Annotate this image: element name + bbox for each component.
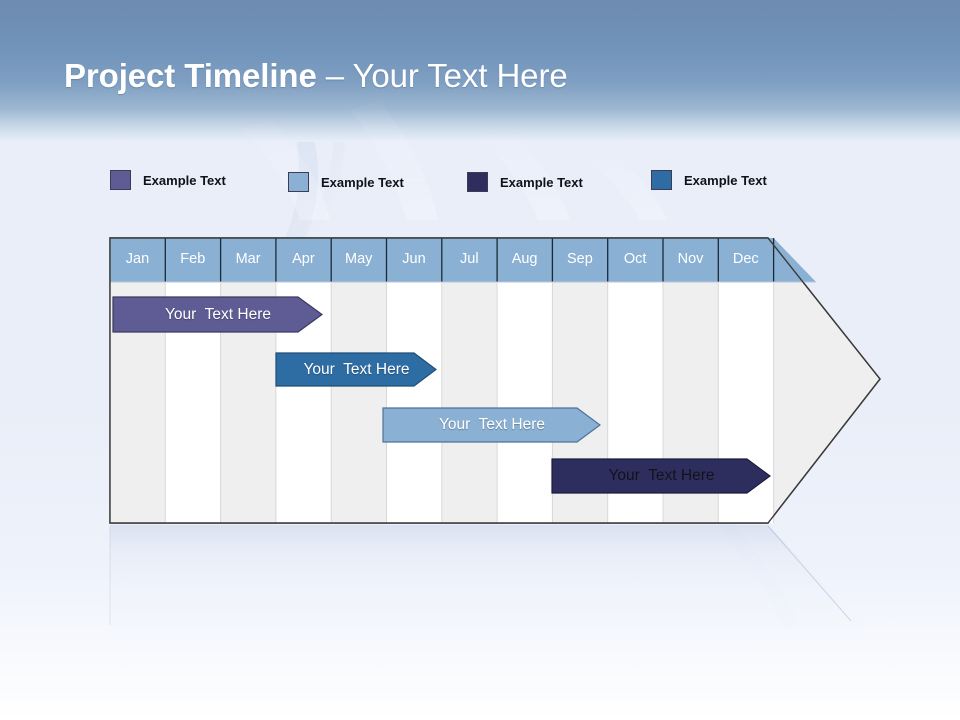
legend-item-1[interactable]: Example Text xyxy=(110,170,226,190)
month-header-oct[interactable]: Oct xyxy=(623,251,647,267)
legend-swatch-icon-3 xyxy=(467,172,488,192)
timeline-header-row xyxy=(110,238,816,283)
timeline-gridlines xyxy=(164,282,775,523)
legend-label-1: Example Text xyxy=(143,172,226,188)
page-title-regular: Your Text Here xyxy=(352,57,568,94)
legend-item-3[interactable]: Example Text xyxy=(467,172,583,192)
task-bar-2[interactable]: Your Text Here xyxy=(275,351,438,388)
title-band: Project Timeline – Your Text Here xyxy=(0,0,960,220)
month-header-feb[interactable]: Feb xyxy=(180,251,206,267)
task-bar-3[interactable]: Your Text Here xyxy=(382,406,602,444)
page-title-bold: Project Timeline xyxy=(64,57,317,94)
legend-item-2[interactable]: Example Text xyxy=(288,172,404,192)
month-header-sep[interactable]: Sep xyxy=(566,251,593,267)
task-bar-4[interactable]: Your Text Here xyxy=(551,457,772,495)
legend-label-4: Example Text xyxy=(684,172,767,188)
legend-swatch-icon-4 xyxy=(651,170,672,190)
month-header-apr[interactable]: Apr xyxy=(292,251,315,267)
month-header-jun[interactable]: Jun xyxy=(402,251,426,267)
legend-swatch-icon-1 xyxy=(110,170,131,190)
legend-label-3: Example Text xyxy=(500,174,583,190)
month-header-jul[interactable]: Jul xyxy=(460,251,479,267)
month-header-may[interactable]: May xyxy=(344,251,373,267)
page-title-separator: – xyxy=(316,57,353,94)
legend-item-4[interactable]: Example Text xyxy=(651,170,767,190)
legend-label-2: Example Text xyxy=(321,174,404,190)
month-header-jan[interactable]: Jan xyxy=(125,251,150,267)
month-header-mar[interactable]: Mar xyxy=(235,251,261,267)
chart-reflection xyxy=(109,525,880,645)
month-header-nov[interactable]: Nov xyxy=(677,251,704,267)
page-title: Project Timeline – Your Text Here xyxy=(64,57,568,95)
legend-swatch-icon-2 xyxy=(288,172,309,192)
month-header-dec[interactable]: Dec xyxy=(732,251,759,267)
month-header-aug[interactable]: Aug xyxy=(511,251,538,267)
header-water-watermark xyxy=(242,100,668,220)
task-bar-1[interactable]: Your Text Here xyxy=(112,295,324,334)
